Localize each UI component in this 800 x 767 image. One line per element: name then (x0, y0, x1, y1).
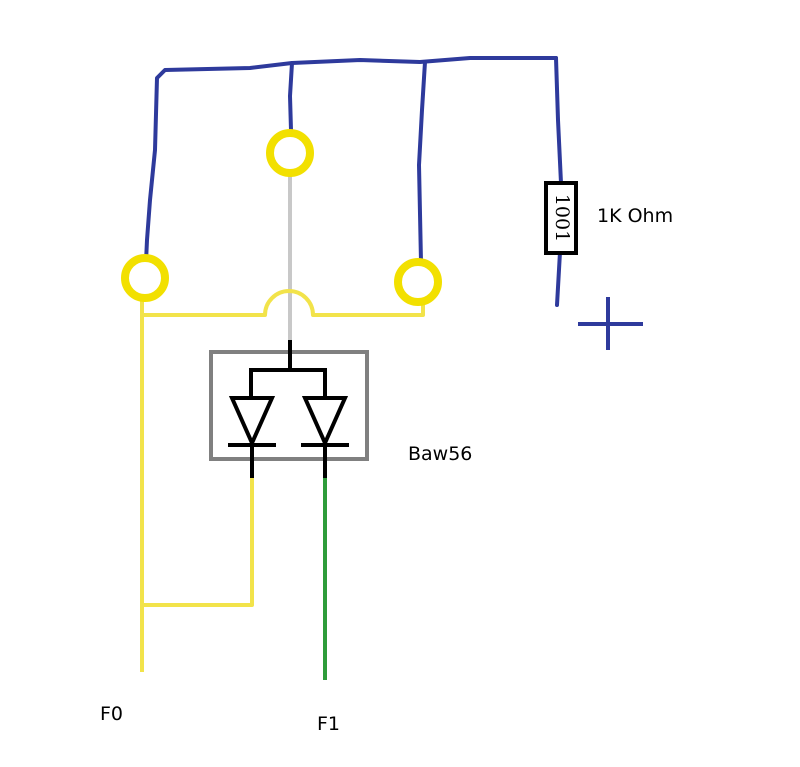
diode-icon-right (301, 396, 349, 478)
diode-part-label: Baw56 (408, 443, 473, 465)
yellow-wiring (140, 289, 425, 672)
supply-wire-center-drop (288, 61, 294, 132)
yellow-wire-diode-left (142, 478, 254, 607)
solder-pad-icon-left (121, 254, 169, 302)
diode-pair (228, 340, 349, 478)
solder-pad-icon-right (394, 258, 442, 306)
solder-pad-icon-center (266, 129, 314, 177)
supply-wire-right-drop (417, 60, 427, 264)
supply-wire-resistor-bottom (555, 250, 562, 307)
diode-package (209, 340, 369, 478)
terminal-f1-label: F1 (317, 713, 341, 735)
supply-wire-top (144, 56, 558, 264)
yellow-wire-crossover (142, 289, 425, 317)
supply-wire-resistor-top (554, 56, 563, 185)
resistor-value-label: 1K Ohm (597, 205, 674, 227)
resistor-code: 1001 (551, 194, 573, 242)
resistor-icon: 1001 (544, 181, 578, 255)
diode-icon-left (228, 396, 276, 478)
common-bus (249, 368, 327, 397)
plus-icon (578, 297, 643, 350)
terminal-f0-label: F0 (100, 703, 124, 725)
supply-wiring (144, 56, 563, 307)
